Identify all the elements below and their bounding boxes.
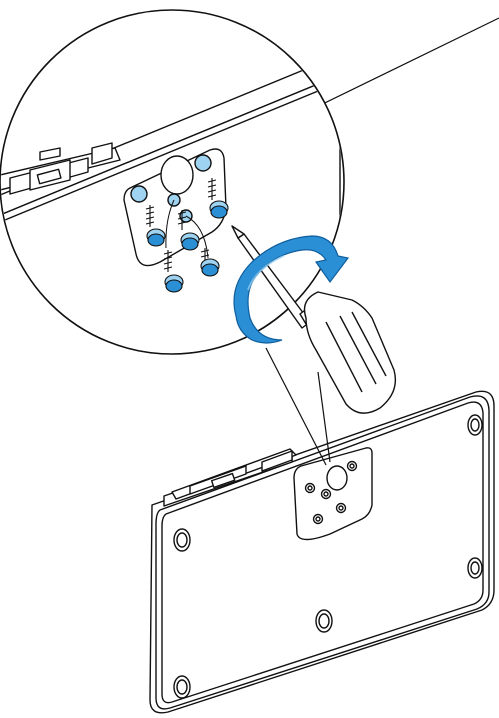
screw-hole-highlight xyxy=(195,155,211,171)
magnifier-circle xyxy=(0,10,344,400)
base-plate xyxy=(150,391,494,713)
screw-hole-highlight xyxy=(131,186,147,202)
